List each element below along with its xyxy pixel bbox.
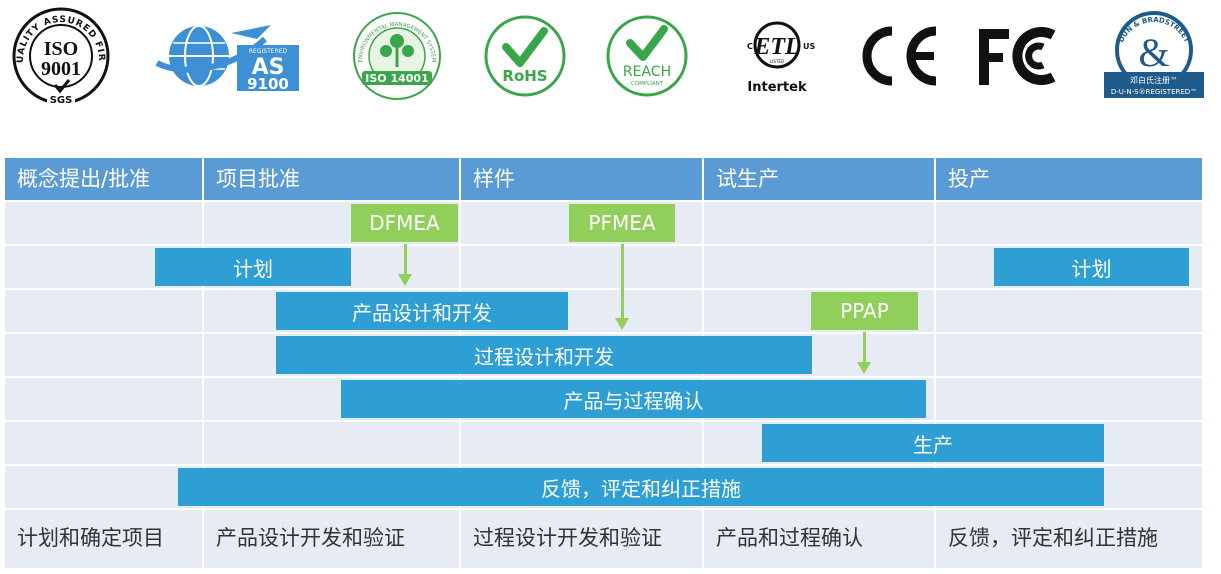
dun-bradstreet-icon: DUN & BRADSTREET & 邓白氏注册™ D-U-N-S®REGIST… bbox=[1104, 11, 1204, 98]
pfmea-down-arrow-icon bbox=[615, 244, 629, 332]
etl-logo: ETL C US LISTED Intertek bbox=[736, 6, 822, 106]
column-divider bbox=[202, 158, 204, 568]
etl-us-text: US bbox=[803, 42, 815, 51]
iso-9001-line2: 9001 bbox=[41, 58, 81, 80]
pfmea-milestone: PFMEA bbox=[569, 204, 675, 242]
phase-header-concept: 概念提出/批准 bbox=[5, 158, 202, 200]
ce-mark-icon: CE bbox=[856, 20, 937, 86]
ppap-down-arrow-icon bbox=[857, 332, 871, 376]
fcc-logo: FC bbox=[975, 6, 1067, 106]
output-validation: 产品和过程确认 bbox=[716, 526, 863, 550]
production-bar: 生产 bbox=[762, 424, 1104, 462]
etl-c-text: C bbox=[747, 42, 753, 51]
fcc-mark-icon: FC bbox=[977, 20, 1056, 85]
output-concept: 计划和确定项目 bbox=[17, 526, 164, 550]
phase-header-prototype: 样件 bbox=[461, 158, 702, 200]
iso-9001-line1: ISO bbox=[44, 38, 78, 60]
output-product-design: 产品设计开发和验证 bbox=[216, 526, 405, 550]
ce-logo: CE bbox=[855, 6, 941, 106]
iso-14001-logo: ENVIRONMENTAL MANAGEMENT SYSTEM ISO 1400… bbox=[350, 6, 444, 106]
output-process-design: 过程设计开发和验证 bbox=[473, 526, 662, 550]
duns-logo: DUN & BRADSTREET & 邓白氏注册™ D-U-N-S®REGIST… bbox=[1100, 6, 1208, 106]
as9100-small-text: REGISTERED bbox=[249, 48, 288, 55]
etl-intertek-icon: ETL C US LISTED Intertek bbox=[747, 21, 815, 95]
rohs-check-icon: RoHS bbox=[484, 15, 566, 97]
as9100-logo: REGISTERED AS 9100 bbox=[153, 6, 303, 106]
iso-9001-sgs-seal-icon: QUALITY ASSURED FIRM ISO 9001 SGS bbox=[2, 0, 110, 106]
as9100-number: 9100 bbox=[247, 75, 289, 93]
duns-label: D-U-N-S®REGISTERED™ bbox=[1111, 88, 1197, 96]
etl-listed-text: LISTED bbox=[770, 59, 784, 64]
ce-label: CE bbox=[856, 20, 858, 22]
dfmea-down-arrow-icon bbox=[398, 244, 412, 288]
duns-cn-text: 邓白氏注册™ bbox=[1130, 75, 1178, 85]
output-feedback: 反馈，评定和纠正措施 bbox=[948, 526, 1158, 550]
as9100-big-text: AS bbox=[252, 55, 285, 80]
rohs-logo: RoHS bbox=[482, 6, 568, 106]
iso-9001-logo: QUALITY ASSURED FIRM ISO 9001 SGS bbox=[2, 0, 117, 106]
svg-text:&: & bbox=[1138, 30, 1169, 75]
process-design-bar: 过程设计和开发 bbox=[276, 336, 812, 374]
validation-bar: 产品与过程确认 bbox=[341, 380, 926, 418]
column-divider bbox=[934, 158, 936, 568]
phase-header-project-approval: 项目批准 bbox=[204, 158, 459, 200]
feedback-bar: 反馈，评定和纠正措施 bbox=[178, 468, 1104, 506]
timeline-row bbox=[5, 290, 1202, 332]
fcc-label: FC bbox=[977, 20, 979, 22]
etl-mark: ETL bbox=[753, 34, 799, 60]
output-row bbox=[5, 510, 1202, 568]
reach-label: REACH bbox=[623, 64, 671, 80]
plan-bar-right: 计划 bbox=[994, 248, 1189, 286]
iso-9001-mark: SGS bbox=[50, 95, 73, 106]
reach-check-icon: REACH COMPLIANT bbox=[606, 15, 688, 97]
phase-header-launch: 投产 bbox=[936, 158, 1202, 200]
phase-header-pilot: 试生产 bbox=[704, 158, 934, 200]
reach-sub-label: COMPLIANT bbox=[631, 81, 664, 87]
iso-14001-label: ISO 14001 bbox=[365, 72, 428, 85]
plan-bar-left: 计划 bbox=[155, 248, 351, 286]
as9100-globe-plane-icon: REGISTERED AS 9100 bbox=[155, 25, 299, 93]
iso-14001-leaf-icon: ENVIRONMENTAL MANAGEMENT SYSTEM ISO 1400… bbox=[353, 12, 441, 100]
product-design-bar: 产品设计和开发 bbox=[276, 292, 568, 330]
reach-logo: REACH COMPLIANT bbox=[604, 6, 690, 106]
rohs-label: RoHS bbox=[502, 67, 547, 85]
dfmea-milestone: DFMEA bbox=[351, 204, 458, 242]
etl-intertek-label: Intertek bbox=[747, 80, 807, 95]
ppap-milestone: PPAP bbox=[811, 292, 918, 330]
